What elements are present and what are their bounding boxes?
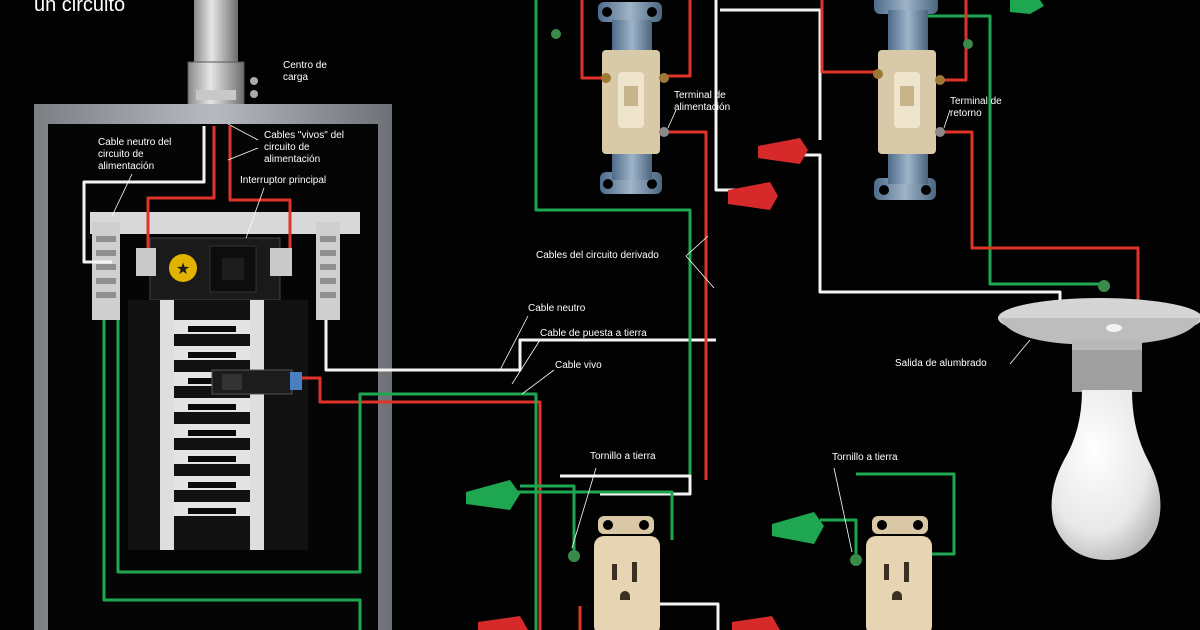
fitting-screw-icon	[250, 77, 258, 85]
conduit	[194, 0, 238, 70]
three-way-switch-1	[598, 2, 669, 194]
feeder-hot-wire	[146, 126, 216, 248]
label-interruptor-principal: Interruptor principal	[240, 175, 327, 186]
feeder-neutral-wire	[82, 126, 206, 264]
wire-nut-icon	[772, 512, 824, 544]
bus-rail	[90, 212, 360, 234]
terminal-screw-icon	[935, 75, 945, 85]
duplex-receptacle-1	[594, 516, 660, 630]
receptacle1-neutral	[560, 474, 692, 496]
ground-screw-icon	[963, 39, 973, 49]
duplex-receptacle-2	[866, 516, 932, 630]
label-cables-vivos: Cables "vivos" del circuito de alimentac…	[264, 130, 344, 165]
terminal-screw-icon	[935, 127, 945, 137]
branch-breaker-column	[128, 300, 308, 550]
terminal-screw-icon	[601, 73, 611, 83]
label-cables-circuito-derivado: Cables del circuito derivado	[536, 250, 659, 261]
wire-nut-icon	[728, 182, 778, 210]
switch1-feed	[668, 130, 708, 480]
load-center: ★	[34, 0, 392, 630]
label-tornillo-tierra-1: Tornillo a tierra	[590, 451, 656, 462]
page-title: un circuito	[34, 0, 126, 16]
wire-nut-icon	[1010, 0, 1044, 14]
label-terminal-alimentacion: Terminal de alimentación	[674, 90, 731, 113]
fitting-ring	[196, 90, 236, 100]
switch2-red	[820, 0, 880, 74]
label-cable-puesta-tierra: Cable de puesta a tierra	[540, 328, 647, 339]
wire-nut-icon	[466, 480, 520, 510]
wire-nut-icon	[732, 616, 780, 630]
branch-hot-wire	[302, 376, 542, 630]
receptacle2-ground	[820, 518, 858, 560]
label-cable-neutro: Cable neutro	[528, 303, 586, 314]
ground-screw-icon	[568, 550, 580, 562]
branch-ground-wire	[116, 320, 538, 630]
terminal-screw-icon	[659, 127, 669, 137]
label-tornillo-tierra-2: Tornillo a tierra	[832, 452, 898, 463]
fitting-screw-icon	[250, 90, 258, 98]
receptacle2-ground2	[856, 472, 956, 556]
ground-screw-icon	[1098, 280, 1110, 292]
main-breaker: ★	[136, 237, 292, 301]
switch1-ground	[534, 0, 692, 480]
switch2-ground	[918, 0, 1100, 286]
leader-lines	[111, 109, 1031, 553]
label-centro-de-carga: Centro de carga	[283, 60, 327, 83]
switch1-red2	[668, 0, 692, 78]
wire-nut-icon	[478, 616, 528, 630]
light-fixture	[998, 298, 1200, 392]
wire-nut-icon	[758, 138, 808, 164]
svg-text:★: ★	[176, 259, 190, 278]
neutral-bar-screws	[96, 236, 336, 298]
traveler-white2	[720, 8, 822, 140]
terminal-screw-icon	[659, 73, 669, 83]
switch2-return	[944, 130, 1140, 300]
wires	[82, 0, 1140, 630]
switch2-red2	[944, 0, 968, 82]
ground-screw-icon	[551, 29, 561, 39]
switch1-red	[580, 0, 608, 80]
label-cable-neutro-alimentacion: Cable neutro del circuito de alimentació…	[98, 137, 172, 172]
receptacle-link-white	[660, 602, 720, 630]
terminal-screw-icon	[873, 69, 883, 79]
panel-ground-wire	[102, 320, 362, 630]
three-way-switch-2	[873, 0, 945, 200]
star-icon	[169, 254, 197, 282]
label-terminal-retorno: Terminal de retorno	[950, 96, 1002, 119]
return-white	[800, 153, 1062, 310]
receptacle1-ground	[510, 490, 674, 540]
label-cable-vivo: Cable vivo	[555, 360, 602, 371]
branch-neutral-wire	[324, 320, 716, 372]
label-salida-alumbrado: Salida de alumbrado	[895, 358, 987, 369]
receptacle1-ground2	[520, 484, 576, 556]
ground-screw-icon	[850, 554, 862, 566]
light-bulb-icon	[1051, 390, 1161, 560]
